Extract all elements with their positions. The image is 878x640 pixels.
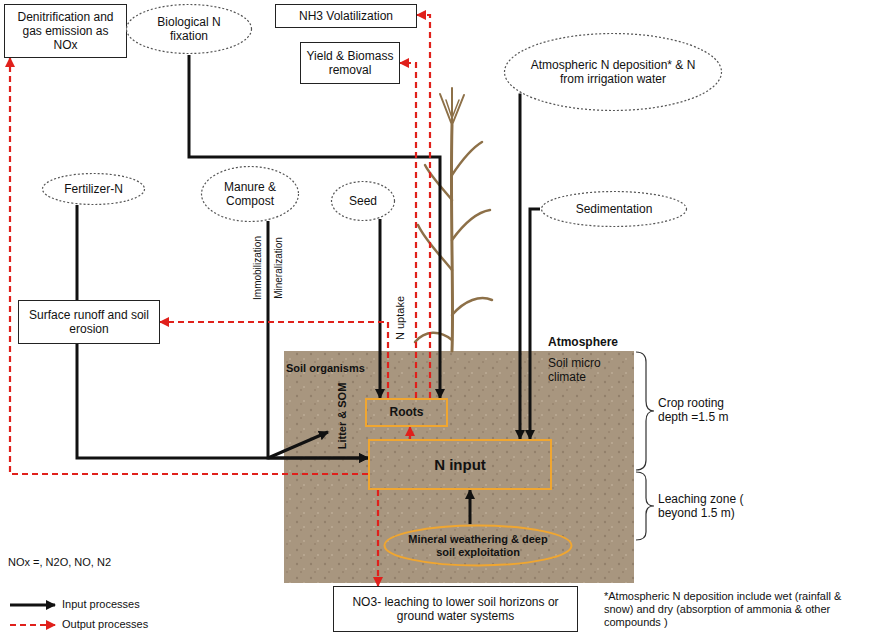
depth-label: Leaching zone ( beyond 1.5 m)	[658, 492, 768, 520]
node-text-block: Yield & Biomass removal	[301, 47, 399, 79]
node-label: Mineral weathering & deep soil exploitat…	[402, 533, 554, 559]
note-text: NOx =, N2O, NO, N2	[8, 556, 111, 569]
ellipse-shape	[43, 174, 145, 205]
depth-bracket	[636, 352, 654, 470]
zone-label: Atmosphere	[548, 335, 618, 349]
input-ellipse: Biological N fixation	[125, 3, 253, 55]
input-flow	[268, 221, 368, 458]
input-flow	[469, 490, 472, 524]
legend-text: Output processes	[62, 618, 148, 631]
node-text-block: Seed	[337, 194, 390, 208]
node-text-block: NO3- leaching to lower soil horizons or …	[334, 593, 577, 625]
node-label: Atmospheric N deposition* & N from irrig…	[525, 58, 701, 86]
node-label: Fertilizer-N	[52, 182, 136, 196]
node-label: Biological N fixation	[138, 15, 240, 43]
node-text-block: Biological N fixation	[138, 15, 240, 43]
output-flow	[409, 427, 411, 439]
node-text-block: NH3 Volatilization	[276, 7, 416, 25]
weathering-ellipse: Mineral weathering & deep soil exploitat…	[383, 524, 573, 567]
node-label: Roots	[372, 405, 441, 419]
input-ellipse: Sedimentation	[540, 190, 688, 228]
node-text-block: Atmospheric N deposition* & N from irrig…	[525, 58, 701, 86]
node-text-block: Fertilizer-N	[52, 182, 136, 196]
input-ellipse: Fertilizer-N	[41, 172, 146, 206]
input-ellipse: Seed	[330, 180, 396, 222]
input-flow	[189, 55, 440, 398]
legend-text: Input processes	[62, 598, 140, 611]
output-flow	[377, 490, 379, 586]
node-label: Manure & Compost	[210, 180, 290, 208]
node-text-block: Mineral weathering & deep soil exploitat…	[402, 533, 554, 559]
litter-arrow	[268, 432, 328, 458]
ellipse-shape	[505, 34, 722, 111]
legend-input-line	[10, 604, 55, 607]
zone-label: Soil micro climate	[548, 356, 608, 384]
node-label: NH3 Volatilization	[281, 9, 411, 23]
output-flow	[400, 63, 416, 398]
depth-label: Crop rooting depth =1.5 m	[658, 396, 753, 424]
soil-label: Soil organisms	[286, 362, 365, 375]
input-flow	[379, 219, 382, 398]
maize-plant	[415, 88, 492, 351]
node-label: Denitrification and gas emission as NOx	[10, 10, 121, 52]
output-flow	[417, 15, 430, 398]
output-box: Denitrification and gas emission as NOx	[4, 4, 127, 58]
output-flow	[10, 58, 368, 474]
footnote: *Atmospheric N deposition include wet (r…	[604, 590, 872, 629]
output-flow	[160, 322, 388, 398]
ellipse-shape	[202, 167, 299, 222]
ellipse-shape	[542, 192, 687, 227]
output-box: Surface runoff and soil erosion	[18, 300, 160, 344]
soil-profile	[284, 351, 634, 583]
output-box: NO3- leaching to lower soil horizons or …	[333, 586, 578, 632]
node-text-block: Sedimentation	[555, 202, 673, 216]
input-ellipse: Manure & Compost	[200, 165, 300, 223]
node-text-block: Roots	[367, 403, 446, 421]
legend-output-line	[10, 624, 55, 626]
node-text-block: Manure & Compost	[210, 180, 290, 208]
output-box: Yield & Biomass removal	[300, 42, 400, 84]
roots-zone: Roots	[365, 398, 448, 427]
node-label: NO3- leaching to lower soil horizons or …	[339, 595, 572, 623]
input-flow	[519, 93, 522, 439]
ellipse-shape	[332, 182, 395, 221]
process-label: N uptake	[394, 294, 407, 342]
node-text-block: Denitrification and gas emission as NOx	[5, 8, 126, 54]
process-label: Mineralization	[273, 237, 285, 299]
ellipse-shape	[385, 526, 572, 566]
node-label: N input	[375, 456, 545, 474]
node-label: Surface runoff and soil erosion	[24, 308, 154, 336]
node-label: Sedimentation	[555, 202, 673, 216]
process-label: Immobilization	[252, 236, 264, 300]
node-label: Seed	[337, 194, 390, 208]
node-text-block: N input	[370, 454, 550, 476]
input-flow	[530, 209, 540, 439]
depth-bracket	[636, 472, 654, 540]
litter-label: Litter & SOM	[336, 383, 349, 450]
input-ellipse: Atmospheric N deposition* & N from irrig…	[503, 32, 723, 112]
node-label: Yield & Biomass removal	[306, 49, 394, 77]
output-box: NH3 Volatilization	[275, 4, 417, 28]
n-input-zone: N input	[368, 439, 552, 490]
node-text-block: Surface runoff and soil erosion	[19, 306, 159, 338]
ellipse-shape	[127, 5, 252, 54]
